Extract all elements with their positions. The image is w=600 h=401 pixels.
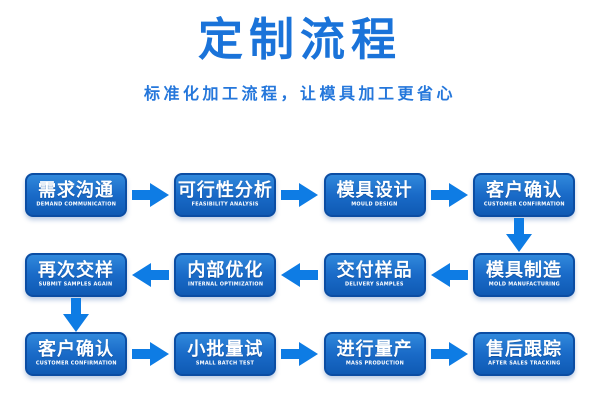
flow-box-label-zh: 可行性分析 <box>177 180 273 201</box>
flow-box-label-zh: 售后跟踪 <box>485 339 562 360</box>
flow-box-label-en: CUSTOMER CONFIRMATION <box>35 360 117 366</box>
arrow-left-icon <box>276 263 323 287</box>
arrow-left-icon <box>127 263 174 287</box>
flow-box-internal-optimization: 内部优化 INTERNAL OPTIMIZATION <box>174 253 277 297</box>
arrow-down-icon <box>63 298 89 336</box>
flow-box-label-zh: 客户确认 <box>38 339 114 360</box>
flow-box-label-zh: 内部优化 <box>187 260 264 281</box>
flow-box-demand-communication: 需求沟通 DEMAND COMMUNICATION <box>25 173 127 217</box>
flow-box-label-zh: 进行量产 <box>336 339 413 360</box>
flow-box-delivery-samples: 交付样品 DELIVERY SAMPLES <box>323 253 426 297</box>
flow-row-1: 需求沟通 DEMAND COMMUNICATION 可行性分析 FEASIBIL… <box>25 173 575 217</box>
flow-box-label-zh: 需求沟通 <box>38 180 114 201</box>
flow-box-customer-confirmation-1: 客户确认 CUSTOMER CONFIRMATION <box>472 173 575 217</box>
arrow-right-icon <box>426 183 473 207</box>
flow-row-2: 再次交样 SUBMIT SAMPLES AGAIN 内部优化 INTERNAL … <box>25 253 575 297</box>
flow-box-label-en: DEMAND COMMUNICATION <box>36 201 116 207</box>
flow-box-label-zh: 模具制造 <box>485 260 562 281</box>
flow-box-after-sales-tracking: 售后跟踪 AFTER SALES TRACKING <box>472 332 575 376</box>
flow-box-label-en: SUBMIT SAMPLES AGAIN <box>39 281 113 287</box>
arrow-right-icon <box>127 183 174 207</box>
flow-box-label-zh: 再次交样 <box>38 260 114 281</box>
flow-box-label-zh: 交付样品 <box>336 260 413 281</box>
flow-box-customer-confirmation-2: 客户确认 CUSTOMER CONFIRMATION <box>25 332 127 376</box>
flow-box-submit-samples-again: 再次交样 SUBMIT SAMPLES AGAIN <box>25 253 127 297</box>
flow-box-label-en: SMALL BATCH TEST <box>196 360 255 366</box>
flow-row-3: 客户确认 CUSTOMER CONFIRMATION 小批量试 SMALL BA… <box>25 332 575 376</box>
flow-box-label-zh: 模具设计 <box>336 180 413 201</box>
flow-box-label-zh: 小批量试 <box>187 339 264 360</box>
arrow-right-icon <box>426 342 473 366</box>
flow-box-label-en: FEASIBILITY ANALYSIS <box>191 201 259 207</box>
flow-box-label-en: MASS PRODUCTION <box>345 360 404 366</box>
flow-box-label-en: MOULD DESIGN <box>351 201 398 207</box>
flow-box-label-en: MOLD MANUFACTURING <box>488 281 560 287</box>
flow-box-mold-manufacturing: 模具制造 MOLD MANUFACTURING <box>472 253 575 297</box>
page-title: 定制流程 <box>197 13 402 66</box>
flow-box-label-en: AFTER SALES TRACKING <box>487 360 561 366</box>
arrow-right-icon <box>127 342 174 366</box>
flow-box-label-en: INTERNAL OPTIMIZATION <box>187 281 263 287</box>
flow-box-mould-design: 模具设计 MOULD DESIGN <box>323 173 426 217</box>
arrow-right-icon <box>276 183 323 207</box>
flow-box-feasibility-analysis: 可行性分析 FEASIBILITY ANALYSIS <box>174 173 277 217</box>
flow-box-label-en: CUSTOMER CONFIRMATION <box>483 201 565 207</box>
page-subtitle: 标准化加工流程，让模具加工更省心 <box>143 84 456 103</box>
arrow-right-icon <box>276 342 323 366</box>
flow-box-label-zh: 客户确认 <box>485 180 562 201</box>
flow-box-small-batch-test: 小批量试 SMALL BATCH TEST <box>174 332 277 376</box>
flow-box-mass-production: 进行量产 MASS PRODUCTION <box>323 332 426 376</box>
flow-box-label-en: DELIVERY SAMPLES <box>345 281 404 287</box>
arrow-left-icon <box>426 263 473 287</box>
arrow-down-icon <box>506 218 532 256</box>
